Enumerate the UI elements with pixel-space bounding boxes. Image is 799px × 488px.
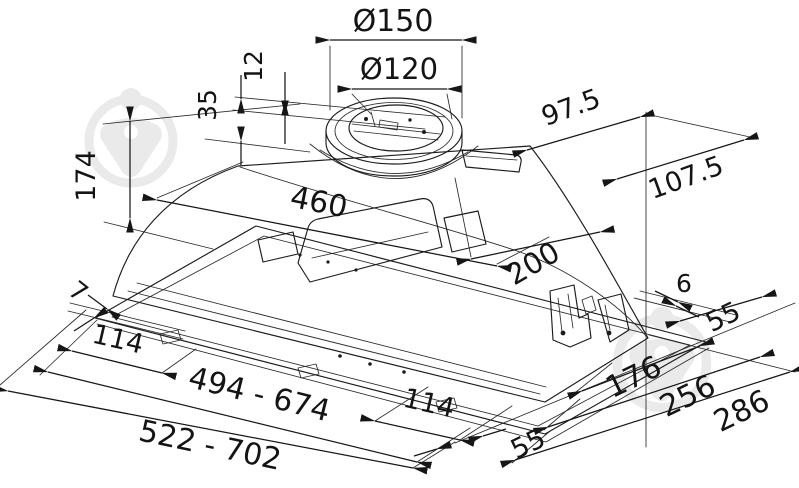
dim-top-depth-left: 97.5 — [538, 83, 605, 133]
price-tag-hole — [124, 125, 138, 139]
watermark-head — [650, 306, 674, 331]
dim-flange-inner: Ø120 — [360, 52, 438, 86]
dim-rim-edge: 6 — [676, 269, 692, 298]
dim-rim-lip: 12 — [239, 50, 268, 82]
inner-duct-opening — [348, 104, 444, 152]
watermark-head — [120, 88, 142, 110]
dim-collar: 35 — [193, 89, 222, 121]
duct-flange — [309, 97, 522, 179]
dimension-lines — [0, 36, 799, 475]
dim-depth-full: 286 — [708, 383, 775, 440]
dim-overall-range: 522 - 702 — [136, 414, 285, 478]
dim-corner-gap: 7 — [63, 275, 93, 308]
dim-top-depth-right: 107.5 — [644, 150, 727, 206]
dim-flange-outer: Ø150 — [353, 4, 434, 39]
mounting-brackets — [549, 284, 630, 348]
dim-body-height: 174 — [71, 150, 102, 202]
dim-side-gap: 55 — [701, 296, 745, 339]
